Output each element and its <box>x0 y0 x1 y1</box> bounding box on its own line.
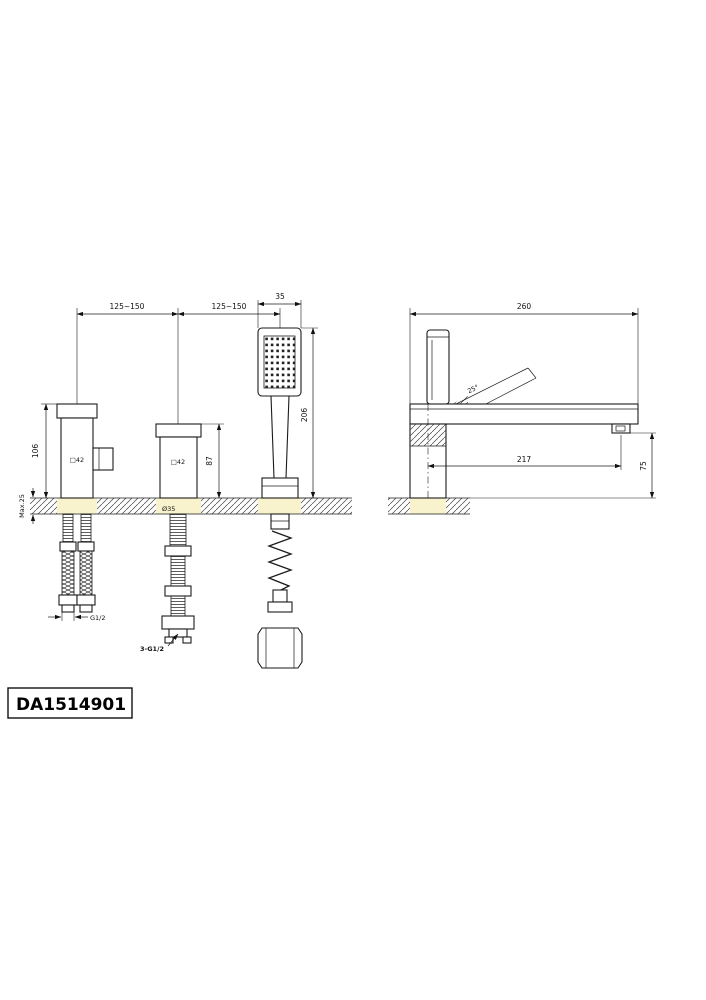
hand-shower-front <box>257 327 302 499</box>
left-valve-size-label: □42 <box>70 456 84 464</box>
side-valve-body <box>409 404 447 499</box>
mounting-deck-side <box>388 497 470 515</box>
max-deck-label: Max.25 <box>18 494 26 518</box>
side-view: 25° 260 <box>388 302 656 515</box>
inlet-threads-label: 3-G1/2 <box>140 645 164 653</box>
dim-shower-head-width: 35 <box>257 292 302 328</box>
shower-hose-parts <box>257 513 303 669</box>
dim-left-valve-height: 106 <box>31 403 57 499</box>
dim-handshower-height: 206 <box>298 327 318 499</box>
dim-hose-thread: G1/2 <box>48 612 106 622</box>
front-view: □42 106 □42 87 <box>18 292 352 669</box>
mounting-deck-front <box>30 497 352 515</box>
title-block-frame <box>7 687 133 719</box>
middle-supply-assembly <box>161 513 195 644</box>
mid-valve-height-label: 87 <box>205 456 214 466</box>
dim-mid-valve-height: 87 <box>201 423 224 499</box>
dim-spout-reach: 217 <box>427 435 622 470</box>
spacing-right-label: 125~150 <box>212 302 247 311</box>
middle-valve: □42 <box>155 423 202 499</box>
hand-shower-side <box>426 329 450 405</box>
mid-valve-size-label: □42 <box>171 458 185 466</box>
dim-max-deck-thickness: Max.25 <box>18 488 36 524</box>
hose-thread-label: G1/2 <box>90 614 106 622</box>
left-valve: □42 <box>56 403 114 499</box>
title-block: DA1514901 <box>7 687 133 719</box>
left-supply-hoses <box>58 513 96 613</box>
shower-head-width-label: 35 <box>275 292 285 301</box>
model-number: DA1514901 <box>16 695 126 715</box>
handshower-height-label: 206 <box>300 408 309 423</box>
dim-spout-length: 260 <box>409 302 639 404</box>
left-valve-height-label: 106 <box>31 444 40 459</box>
tilt-angle-label: 25° <box>466 383 480 395</box>
dim-outlet-height: 75 <box>470 432 656 499</box>
spacing-left-label: 125~150 <box>110 302 145 311</box>
spout-reach-label: 217 <box>517 455 532 464</box>
dim-inlet-threads: 3-G1/2 <box>140 633 179 653</box>
outlet-height-label: 75 <box>639 461 648 471</box>
spout-side <box>409 403 639 434</box>
mounting-hole-label: Ø35 <box>162 505 175 513</box>
spout-length-label: 260 <box>517 302 532 311</box>
dim-hole-spacing: 125~150 125~150 <box>76 302 281 424</box>
